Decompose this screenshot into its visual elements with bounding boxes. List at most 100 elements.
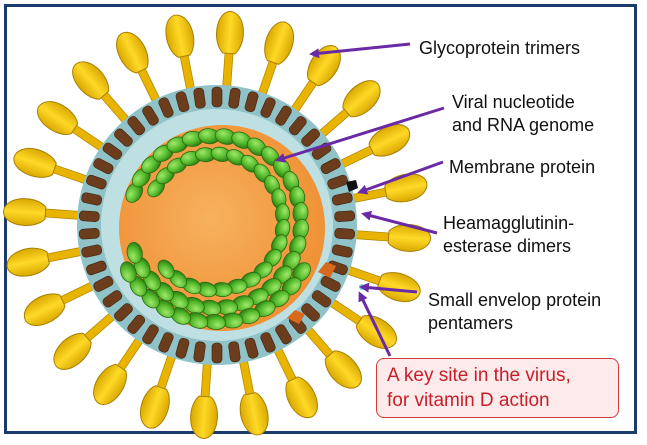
membrane-peg bbox=[81, 192, 103, 206]
spike bbox=[323, 295, 398, 349]
membrane-peg bbox=[158, 97, 174, 118]
membrane-peg bbox=[334, 228, 356, 240]
membrane-peg bbox=[228, 87, 241, 109]
membrane-peg bbox=[331, 244, 353, 258]
membrane-peg bbox=[86, 174, 107, 190]
spike bbox=[313, 80, 381, 142]
label-viral-nucleotide: Viral nucleotide and RNA genome bbox=[452, 91, 594, 137]
membrane-protein bbox=[275, 105, 292, 126]
membrane-peg bbox=[102, 290, 123, 308]
membrane-protein bbox=[260, 332, 276, 353]
spike bbox=[139, 347, 179, 429]
membrane-protein bbox=[228, 87, 241, 109]
spike-head bbox=[139, 385, 170, 429]
membrane-peg bbox=[81, 244, 103, 258]
spike bbox=[255, 21, 295, 103]
membrane-protein bbox=[244, 337, 259, 359]
membrane-protein bbox=[127, 116, 146, 136]
arrow-hemagglutinin bbox=[361, 210, 438, 235]
membrane-protein bbox=[142, 324, 159, 345]
membrane-protein bbox=[114, 303, 133, 322]
membrane-protein bbox=[193, 341, 206, 363]
label-envelope-line1: Small envelop protein bbox=[428, 290, 602, 310]
membrane-peg bbox=[93, 275, 114, 292]
membrane-protein bbox=[78, 228, 100, 240]
spike bbox=[300, 321, 362, 389]
membrane-protein bbox=[81, 244, 103, 258]
spike-head bbox=[324, 350, 362, 389]
spike-head bbox=[13, 147, 57, 178]
spike-head bbox=[116, 31, 149, 74]
membrane-protein bbox=[275, 324, 292, 345]
membrane-peg bbox=[114, 303, 133, 322]
membrane-peg bbox=[320, 275, 341, 292]
spike bbox=[6, 245, 91, 277]
spike-head bbox=[72, 61, 110, 100]
membrane-peg bbox=[275, 324, 292, 345]
membrane-peg bbox=[288, 116, 307, 136]
membrane-protein bbox=[334, 210, 356, 222]
membrane-peg bbox=[211, 86, 223, 108]
membrane-protein bbox=[244, 91, 259, 113]
membrane-peg bbox=[114, 128, 133, 147]
membrane-peg bbox=[244, 337, 259, 359]
spike-head bbox=[216, 10, 244, 55]
spike bbox=[271, 340, 318, 419]
label-glycoprotein-trimers: Glycoprotein trimers bbox=[419, 37, 580, 60]
spike-head bbox=[377, 272, 421, 303]
membrane-peg bbox=[211, 342, 223, 364]
spike-head bbox=[368, 124, 411, 157]
label-nucleotide-line1: Viral nucleotide bbox=[452, 92, 575, 112]
spike-head bbox=[53, 332, 92, 370]
membrane-peg bbox=[127, 314, 146, 334]
membrane-peg bbox=[93, 158, 114, 175]
membrane-protein bbox=[93, 275, 114, 292]
spike-head bbox=[2, 198, 47, 226]
membrane-protein bbox=[86, 174, 107, 190]
membrane-peg bbox=[193, 87, 206, 109]
membrane-peg bbox=[127, 116, 146, 136]
spike-head bbox=[285, 376, 318, 419]
hemagglutinin-protein bbox=[318, 262, 336, 278]
membrane-protein bbox=[211, 86, 223, 108]
spike bbox=[13, 147, 95, 187]
membrane-protein bbox=[158, 97, 174, 118]
membrane-protein bbox=[301, 128, 320, 147]
spike-head bbox=[165, 14, 195, 58]
label-hemag-line1: Heamagglutinin- bbox=[443, 213, 575, 233]
label-hemag-line2: esterase dimers bbox=[443, 236, 572, 256]
spike-head bbox=[387, 224, 432, 252]
membrane-protein bbox=[311, 290, 332, 308]
membrane-protein bbox=[86, 260, 107, 276]
membrane-peg bbox=[86, 260, 107, 276]
membrane-peg bbox=[334, 210, 356, 222]
spike-head bbox=[190, 395, 218, 440]
label-hemagglutinin: Heamagglutinin- esterase dimers bbox=[443, 212, 574, 258]
membrane-layer bbox=[78, 86, 356, 364]
membrane-protein bbox=[260, 97, 276, 118]
membrane-protein bbox=[288, 116, 307, 136]
membrane-peg bbox=[275, 105, 292, 126]
spike bbox=[23, 279, 102, 326]
label-envelope-line2: pentamers bbox=[428, 313, 514, 333]
spike-head bbox=[36, 101, 79, 135]
membrane-peg bbox=[158, 332, 174, 353]
nucleocapsid-bead bbox=[120, 261, 137, 283]
hemagglutinin-protein bbox=[287, 310, 305, 324]
label-nucleotide-line2: and RNA genome bbox=[452, 115, 595, 135]
spike-head bbox=[264, 21, 295, 65]
label-arrows bbox=[275, 42, 445, 357]
membrane-protein bbox=[228, 341, 241, 363]
membrane-protein bbox=[175, 91, 190, 113]
membrane-protein bbox=[334, 228, 356, 240]
glycoprotein-spikes bbox=[2, 10, 432, 440]
label-small-envelope: Small envelop protein pentamers bbox=[428, 289, 601, 335]
membrane-protein bbox=[331, 244, 353, 258]
nucleocapsid-bead bbox=[157, 259, 175, 279]
membrane-protein bbox=[78, 210, 100, 222]
spike bbox=[343, 173, 428, 205]
spike bbox=[190, 354, 218, 440]
spike-head bbox=[342, 80, 381, 118]
membrane-protein bbox=[211, 342, 223, 364]
spike-head bbox=[6, 247, 50, 277]
